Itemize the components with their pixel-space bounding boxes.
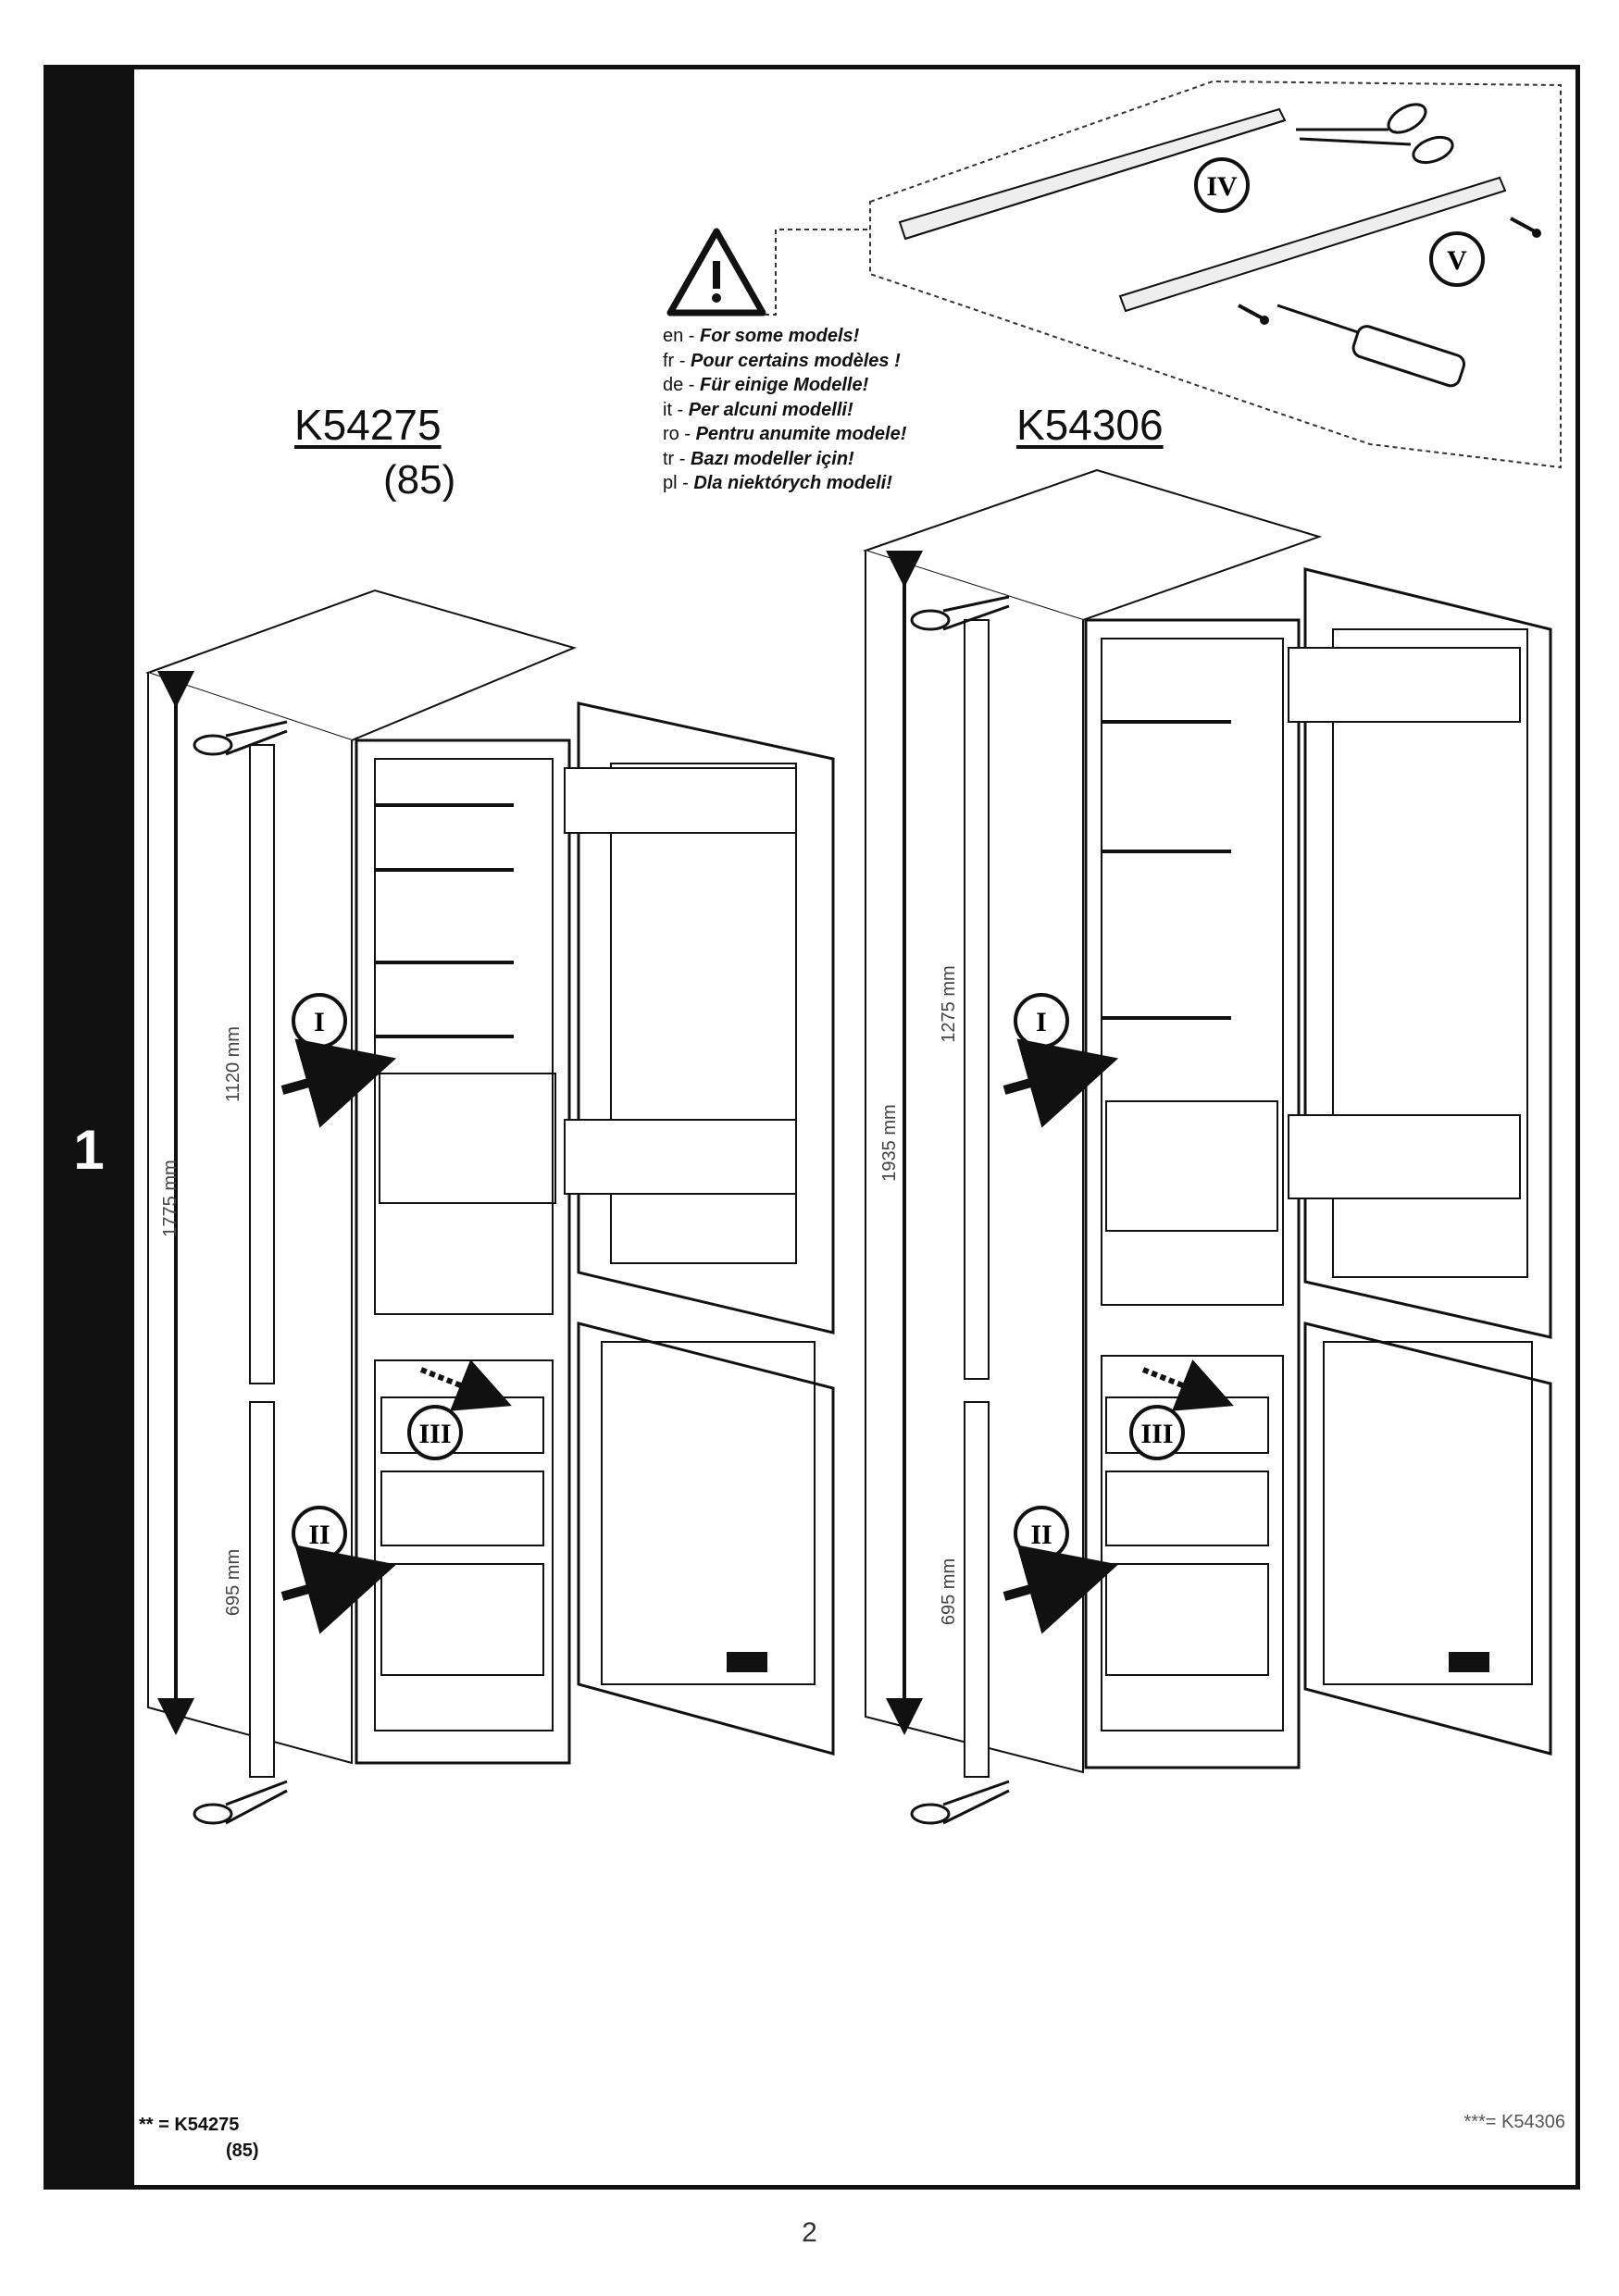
arrow-ii-left: II [280, 1506, 397, 1634]
rail-v [1118, 176, 1507, 313]
warning-line-it: it - Per alcuni modelli! [663, 399, 853, 420]
warning-line-pl: pl - Dla niektórych modeli! [663, 473, 892, 493]
warning-line-ro: ro - Pentru anumite modele! [663, 424, 907, 444]
step-sidebar [44, 65, 134, 2190]
arrow-iii-left: III [407, 1359, 512, 1460]
warning-line-fr: fr - Pour certains modèles ! [663, 350, 901, 371]
footnote-left-line2: (85) [226, 2141, 259, 2161]
dimension-left-upper: 1120 mm [223, 1026, 243, 1102]
arrow-iii-right: III [1129, 1359, 1234, 1460]
warning-line-tr: tr - Bazı modeller için! [663, 448, 854, 469]
arrow-ii-right: II [1003, 1506, 1119, 1634]
warning-line-en: en - For some models! [663, 326, 860, 346]
scissors-icon-right-bottom [910, 1780, 1010, 1825]
footnote-left-line1: ** = K54275 [139, 2115, 240, 2135]
svg-text:III: III [1140, 1419, 1173, 1449]
dimension-left-lower: 695 mm [223, 1549, 243, 1616]
step-number: 1 [73, 1119, 105, 1181]
svg-text:IV: IV [1206, 171, 1238, 202]
svg-text:II: II [308, 1520, 330, 1550]
svg-text:II: II [1030, 1520, 1052, 1550]
screw-icon-bottom [1238, 304, 1269, 325]
svg-text:III: III [418, 1419, 451, 1449]
scissors-icon-left-top [193, 720, 288, 756]
arrow-i-left: I [280, 993, 397, 1128]
arrow-i-right: I [1003, 993, 1119, 1128]
rail-iv [898, 107, 1287, 241]
screwdriver-icon [1277, 304, 1466, 388]
marker-v: V [1429, 231, 1485, 287]
scissors-icon-left-bottom [193, 1780, 288, 1825]
footnote-right: ***= K54306 [1463, 2112, 1565, 2132]
page-number: 2 [802, 2217, 817, 2248]
marker-iv: IV [1194, 157, 1250, 213]
screw-icon-top [1510, 217, 1541, 238]
detail-callout-box [869, 80, 1562, 469]
warning-language-list: en - For some models! fr - Pour certains… [663, 324, 906, 496]
model-title-left: K54275 [294, 401, 442, 449]
fridge-left [144, 589, 835, 1778]
scissors-icon-top [1296, 103, 1454, 165]
fridge-right [862, 468, 1552, 1778]
model-title-right: K54306 [1016, 401, 1164, 449]
svg-text:I: I [314, 1007, 325, 1037]
dimension-left-total: 1775 mm [160, 1160, 181, 1236]
warning-line-de: de - Für einige Modelle! [663, 375, 869, 395]
footnote-left: ** = K54275 (85) [139, 2112, 259, 2164]
dimension-right-upper: 1275 mm [939, 965, 959, 1042]
svg-text:V: V [1447, 245, 1467, 276]
dimension-right-lower: 695 mm [939, 1558, 959, 1625]
warning-triangle-icon [666, 228, 766, 316]
dimension-right-total: 1935 mm [879, 1104, 900, 1181]
svg-text:I: I [1036, 1007, 1047, 1037]
model-variant-left: (85) [383, 457, 456, 503]
